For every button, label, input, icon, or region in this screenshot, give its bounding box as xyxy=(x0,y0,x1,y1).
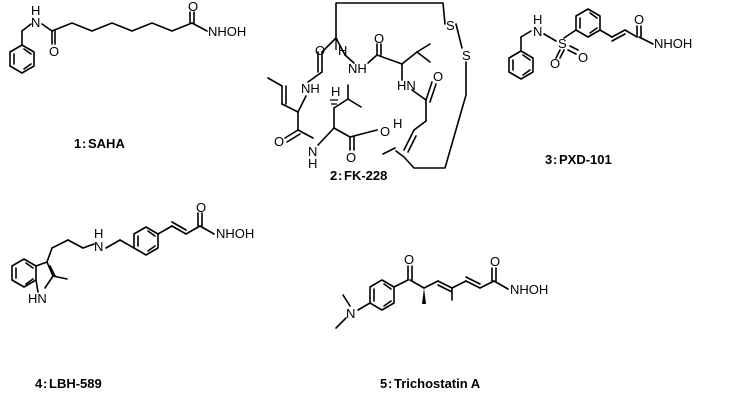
label-lbh589-name: LBH-589 xyxy=(49,376,102,391)
lbh589-hydroxamate: NHOH xyxy=(216,226,254,241)
pxd101-aryl-ring xyxy=(575,8,601,38)
label-pxd101-number: 3 xyxy=(545,152,552,167)
fk228-h-stereo: H xyxy=(331,84,340,99)
svg-text::: : xyxy=(338,168,342,183)
label-tsa-name: Trichostatin A xyxy=(394,376,481,391)
pxd101-o3: O xyxy=(634,12,644,27)
svg-text::: : xyxy=(82,136,86,151)
pxd101-s: S xyxy=(558,36,567,51)
fk228-s1: S xyxy=(446,18,455,33)
svg-text::: : xyxy=(553,152,557,167)
fk228-n-bottom: N xyxy=(308,144,317,159)
structure-saha: N H O O NHOH xyxy=(9,0,246,74)
pxd101-o2: O xyxy=(578,50,588,65)
label-pxd101-name: PXD-101 xyxy=(559,152,612,167)
pxd101-n: N xyxy=(533,24,542,39)
structure-fk228: S S H O NH O HN O O NH xyxy=(267,2,471,171)
label-tsa-number: 5 xyxy=(380,376,387,391)
fk228-h-top: H xyxy=(338,43,347,58)
saha-amide-n: N xyxy=(31,15,40,30)
fk228-tether xyxy=(335,2,446,39)
fk228-h-bottom: H xyxy=(308,156,317,171)
fk228-nh-top: NH xyxy=(348,61,367,76)
structure-lbh589: HN N H O NHOH xyxy=(11,200,254,306)
tsa-hydroxamate: NHOH xyxy=(510,282,548,297)
svg-text::: : xyxy=(388,376,392,391)
pxd101-hydroxamate: NHOH xyxy=(654,36,692,51)
saha-hydroxamate: NHOH xyxy=(208,24,246,39)
label-lbh589-number: 4 xyxy=(35,376,43,391)
fk228-nh-left: NH xyxy=(301,81,320,96)
fk228-o-right: O xyxy=(433,69,443,84)
tsa-o-ketone: O xyxy=(404,252,414,267)
saha-acid-o: O xyxy=(188,0,198,14)
saha-linker-chain xyxy=(51,22,193,32)
lbh589-amine-h: H xyxy=(94,226,103,241)
label-fk228-number: 2 xyxy=(330,168,337,183)
svg-text::: : xyxy=(43,376,47,391)
lbh589-amine-n: N xyxy=(94,239,103,254)
lbh589-o: O xyxy=(196,200,206,215)
tsa-n: N xyxy=(346,306,355,321)
fk228-o-top-left: O xyxy=(315,43,325,58)
structure-trichostatin-a: N O O NHOH xyxy=(335,252,548,329)
tsa-o-amide: O xyxy=(490,254,500,269)
fk228-hn-right: HN xyxy=(397,78,416,93)
fk228-o-ester: O xyxy=(380,124,390,139)
label-saha-number: 1 xyxy=(74,136,81,151)
label-saha-name: SAHA xyxy=(88,136,125,151)
fk228-o-left: O xyxy=(274,134,284,149)
lbh589-indole-nh: HN xyxy=(28,291,47,306)
fk228-tail xyxy=(395,61,467,169)
saha-amide-o: O xyxy=(49,44,59,59)
fk228-s2: S xyxy=(462,48,471,63)
label-fk228-name: FK-228 xyxy=(344,168,387,183)
fk228-o-top-right: O xyxy=(374,31,384,46)
structure-pxd101: N H S O O O NHOH xyxy=(508,8,692,80)
saha-amide-h: H xyxy=(31,3,40,18)
pxd101-o1: O xyxy=(550,56,560,71)
fk228-o-bottom: O xyxy=(346,150,356,165)
pxd101-h: H xyxy=(533,12,542,27)
fk228-h-alpha: H xyxy=(393,116,402,131)
